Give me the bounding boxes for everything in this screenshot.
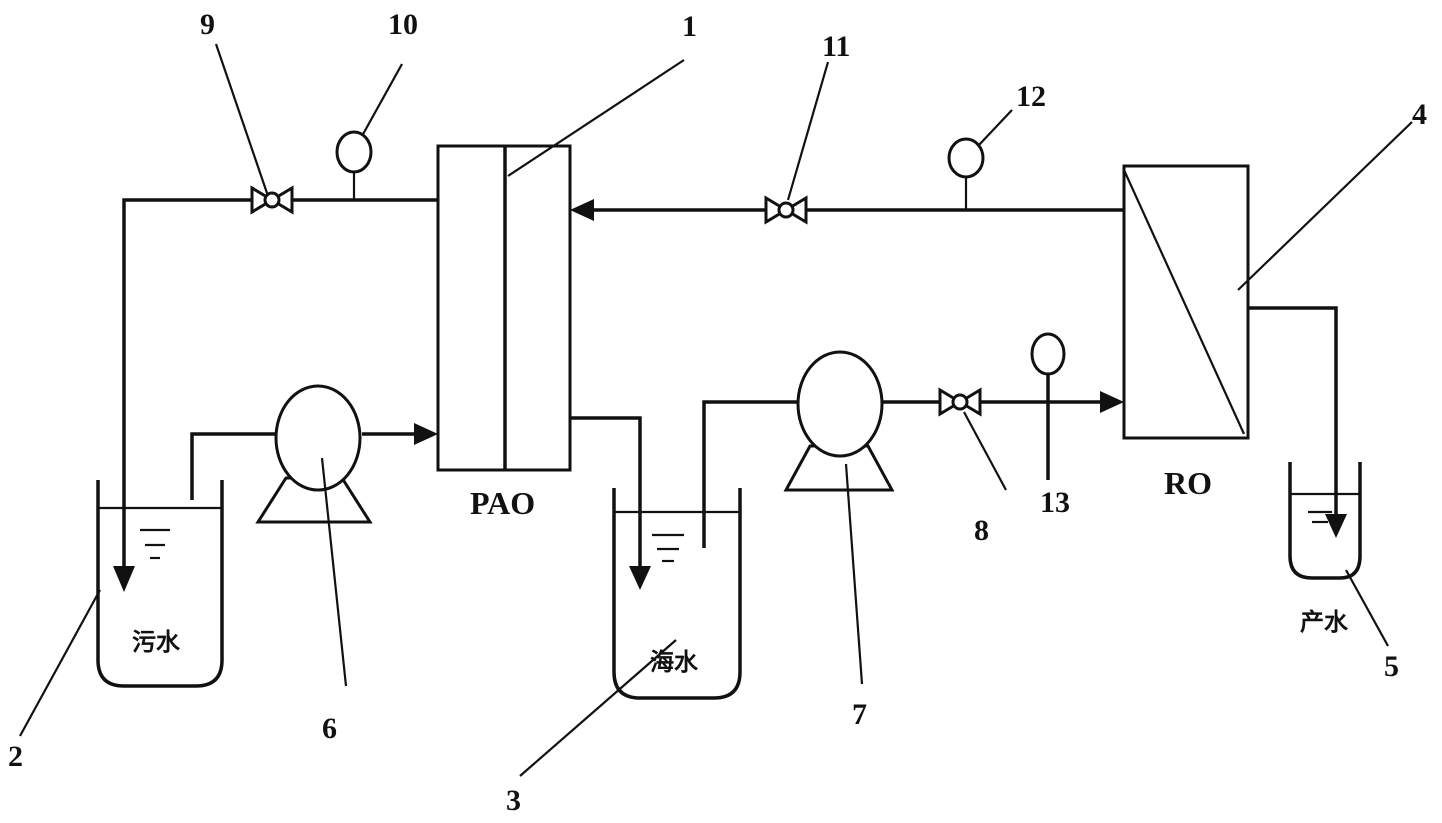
ro-module xyxy=(1122,164,1250,440)
callout-11: 11 xyxy=(822,30,850,63)
leader-lines xyxy=(19,43,1413,777)
callout-13: 13 xyxy=(1040,486,1070,519)
ro-membrane xyxy=(1122,169,1246,435)
pipe-wastewater-to-pump6 xyxy=(190,432,276,500)
seawater-tank xyxy=(612,488,742,700)
pipe-seawater-to-pump7 xyxy=(702,400,798,548)
pipe-pao-to-seawater xyxy=(570,416,642,572)
callout-8: 8 xyxy=(974,514,989,547)
arrow-into-ro xyxy=(1100,391,1124,413)
pump-7 xyxy=(783,350,895,492)
wastewater-label: 污水 xyxy=(132,628,181,656)
callout-1: 1 xyxy=(682,10,697,43)
callout-5: 5 xyxy=(1384,650,1399,683)
pipe-pao-to-wastewater xyxy=(122,198,438,572)
valve-9 xyxy=(250,185,294,215)
wastewater-tank xyxy=(96,480,224,688)
product-label: 产水 xyxy=(1300,608,1349,636)
seawater-level-mark xyxy=(652,533,684,563)
arrow-into-seawater xyxy=(629,566,651,590)
pump-6 xyxy=(255,384,373,524)
gauge-13 xyxy=(1030,332,1066,480)
callout-7: 7 xyxy=(852,698,867,731)
callout-10: 10 xyxy=(388,8,418,41)
callout-9: 9 xyxy=(200,8,215,41)
seawater-label: 海水 xyxy=(650,648,699,676)
callout-4: 4 xyxy=(1412,98,1427,131)
pipe-ro-to-product xyxy=(1248,306,1338,520)
valve-11 xyxy=(764,195,808,225)
product-tank xyxy=(1288,462,1362,580)
ro-label: RO xyxy=(1164,465,1212,501)
arrow-into-pao xyxy=(414,423,438,445)
valve-8 xyxy=(938,387,982,417)
callout-12: 12 xyxy=(1016,80,1046,113)
gauge-12 xyxy=(947,137,985,210)
product-level-mark xyxy=(1308,510,1332,524)
arrow-into-product xyxy=(1325,514,1347,538)
arrow-into-wastewater xyxy=(113,566,135,592)
callout-3: 3 xyxy=(506,784,521,817)
callout-2: 2 xyxy=(8,740,23,773)
wastewater-level-mark xyxy=(140,528,170,560)
gauge-10 xyxy=(335,130,373,200)
callout-6: 6 xyxy=(322,712,337,745)
arrow-return-to-pao xyxy=(570,199,594,221)
pao-label: PAO xyxy=(470,485,535,521)
